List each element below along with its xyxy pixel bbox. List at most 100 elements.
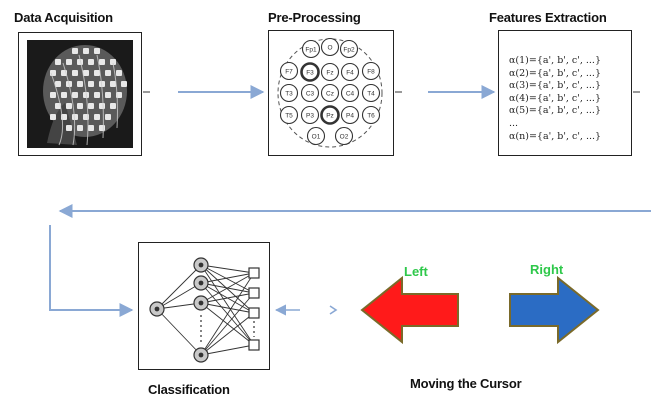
svg-text:Fz: Fz <box>326 70 333 77</box>
svg-text:C4: C4 <box>346 91 355 98</box>
cap-electrode <box>110 103 116 109</box>
feature-line: α(1)={a', b', c', ...} <box>509 55 601 66</box>
input-node <box>149 301 165 317</box>
svg-text:T6: T6 <box>367 113 375 120</box>
cap-electrode <box>88 103 94 109</box>
electrode-fp2: Fp2 <box>339 39 359 59</box>
output-node <box>248 339 260 351</box>
feature-line: α(n)={a', b', c', ...} <box>509 130 602 142</box>
cap-electrode <box>83 70 89 76</box>
feature-line: α(3)={a', b', c', ...} <box>509 80 601 92</box>
cap-electrode <box>105 70 111 76</box>
cap-electrode <box>66 103 72 109</box>
electrode-o2: O2 <box>334 126 354 146</box>
output-node <box>248 267 260 279</box>
electrode-fp1: Fp1 <box>301 39 321 59</box>
svg-text:T5: T5 <box>285 113 293 120</box>
electrode-t3: T3 <box>279 83 299 103</box>
cap-electrode <box>50 114 56 120</box>
feature-line: α(5)={a', b', c', ...} <box>509 105 601 117</box>
svg-text:F4: F4 <box>346 70 354 77</box>
cap-electrode <box>116 70 122 76</box>
cap-electrode <box>72 92 78 98</box>
feature-line: α(2)={a', b', c', ...} <box>509 67 601 79</box>
electrode-o: O <box>320 37 340 57</box>
cap-electrode <box>94 70 100 76</box>
cap-electrode <box>66 125 72 131</box>
cap-electrode <box>110 59 116 65</box>
svg-text:O: O <box>327 45 332 52</box>
electrode-f8: F8 <box>361 61 381 81</box>
svg-text:O2: O2 <box>340 134 349 141</box>
svg-text:T3: T3 <box>285 91 293 98</box>
cap-electrode <box>66 59 72 65</box>
feature-line: ... <box>509 117 519 129</box>
hidden-node <box>193 295 209 311</box>
svg-text:T4: T4 <box>367 91 375 98</box>
electrode-t4: T4 <box>361 83 381 103</box>
cap-electrode <box>94 48 100 54</box>
cap-electrode <box>55 81 61 87</box>
cap-electrode <box>55 59 61 65</box>
electrode-c4: C4 <box>340 83 360 103</box>
electrode-t5: T5 <box>279 105 299 125</box>
cap-electrode <box>99 125 105 131</box>
cap-electrode <box>88 125 94 131</box>
electrode-fz: Fz <box>320 62 340 82</box>
svg-text:F8: F8 <box>367 69 375 76</box>
cap-electrode <box>50 70 56 76</box>
cap-electrode <box>99 59 105 65</box>
neural-network-illustration <box>149 257 260 363</box>
left-label: Left <box>404 264 428 279</box>
electrode-f4: F4 <box>340 62 360 82</box>
output-node <box>248 307 260 319</box>
cap-electrode <box>105 92 111 98</box>
features-extraction-panel: α(1)={a', b', c', ...} α(2)={a', b', c',… <box>498 30 632 156</box>
svg-text:C3: C3 <box>306 91 315 98</box>
cap-electrode <box>77 81 83 87</box>
cap-electrode <box>94 92 100 98</box>
svg-text:P4: P4 <box>346 113 354 120</box>
svg-text:Pz: Pz <box>326 113 334 120</box>
right-label: Right <box>530 262 564 277</box>
feedback-left-line <box>49 225 134 317</box>
svg-text:Cz: Cz <box>326 91 334 98</box>
hidden-node <box>193 275 209 291</box>
cap-electrode <box>121 81 127 87</box>
cap-electrode <box>105 114 111 120</box>
data-acquisition-image <box>18 32 142 156</box>
electrode-c3: C3 <box>300 83 320 103</box>
cap-electrode <box>55 103 61 109</box>
electrode-p3: P3 <box>300 105 320 125</box>
cap-electrode <box>50 92 56 98</box>
electrode-f3: F3 <box>300 62 320 82</box>
output-node <box>248 287 260 299</box>
electrode-cz: Cz <box>320 83 340 103</box>
eeg-cap-illustration <box>27 40 133 148</box>
cap-electrode <box>77 125 83 131</box>
cap-electrode <box>99 103 105 109</box>
classification-panel <box>138 242 270 370</box>
hidden-node <box>193 347 209 363</box>
cap-electrode <box>88 59 94 65</box>
feature-line: α(4)={a', b', c', ...} <box>509 92 601 104</box>
svg-text:P3: P3 <box>306 113 314 120</box>
cap-electrode <box>110 81 116 87</box>
cap-electrode <box>72 114 78 120</box>
svg-text:Fp1: Fp1 <box>305 47 317 54</box>
cap-electrode <box>94 114 100 120</box>
electrode-o1: O1 <box>306 126 326 146</box>
title-features-extraction: Features Extraction <box>489 10 607 25</box>
feature-vector-list: α(1)={a', b', c', ...} α(2)={a', b', c',… <box>509 55 601 143</box>
hidden-node <box>193 257 209 273</box>
electrode-f7: F7 <box>279 61 299 81</box>
cap-electrode <box>61 92 67 98</box>
cap-electrode <box>77 103 83 109</box>
cap-electrode <box>72 48 78 54</box>
right-arrow <box>509 275 600 345</box>
svg-text:Fp2: Fp2 <box>343 47 355 54</box>
electrode-pz: Pz <box>320 105 340 125</box>
